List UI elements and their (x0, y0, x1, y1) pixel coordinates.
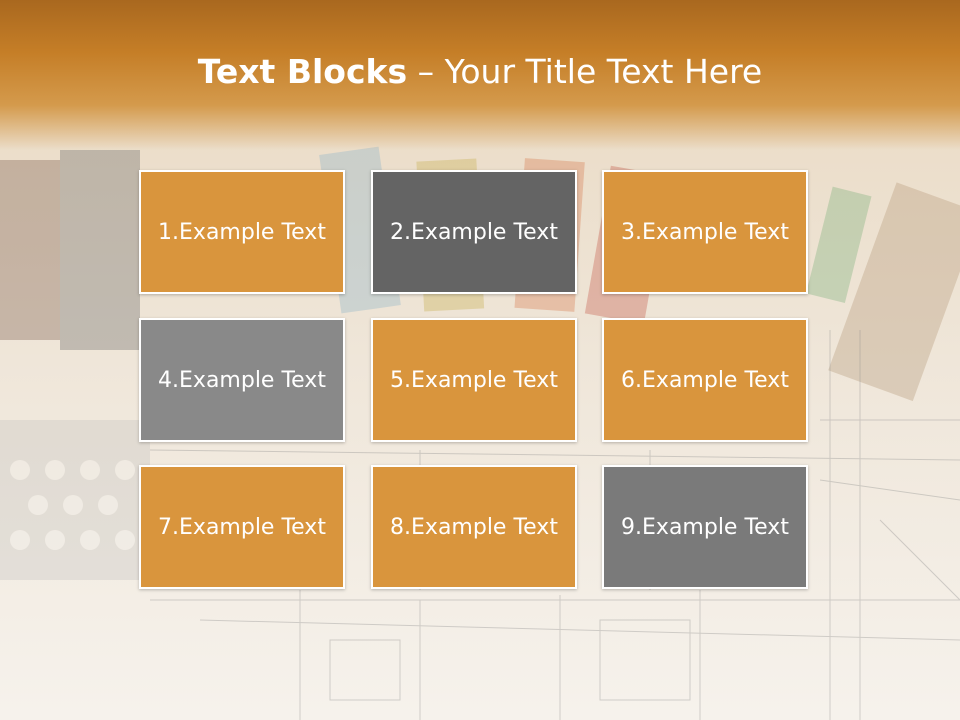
text-block-5[interactable]: 5.Example Text (371, 318, 577, 442)
text-block-7[interactable]: 7.Example Text (139, 465, 345, 589)
text-block-8[interactable]: 8.Example Text (371, 465, 577, 589)
text-block-6[interactable]: 6.Example Text (602, 318, 808, 442)
title-rest: – Your Title Text Here (407, 52, 763, 91)
text-block-3[interactable]: 3.Example Text (602, 170, 808, 294)
text-block-1[interactable]: 1.Example Text (139, 170, 345, 294)
text-block-2[interactable]: 2.Example Text (371, 170, 577, 294)
text-block-9[interactable]: 9.Example Text (602, 465, 808, 589)
text-block-4[interactable]: 4.Example Text (139, 318, 345, 442)
title-band (0, 0, 960, 150)
title-bold: Text Blocks (197, 52, 408, 91)
text-blocks-grid: 1.Example Text 2.Example Text 3.Example … (139, 170, 815, 593)
page-title: Text Blocks – Your Title Text Here (0, 52, 960, 91)
